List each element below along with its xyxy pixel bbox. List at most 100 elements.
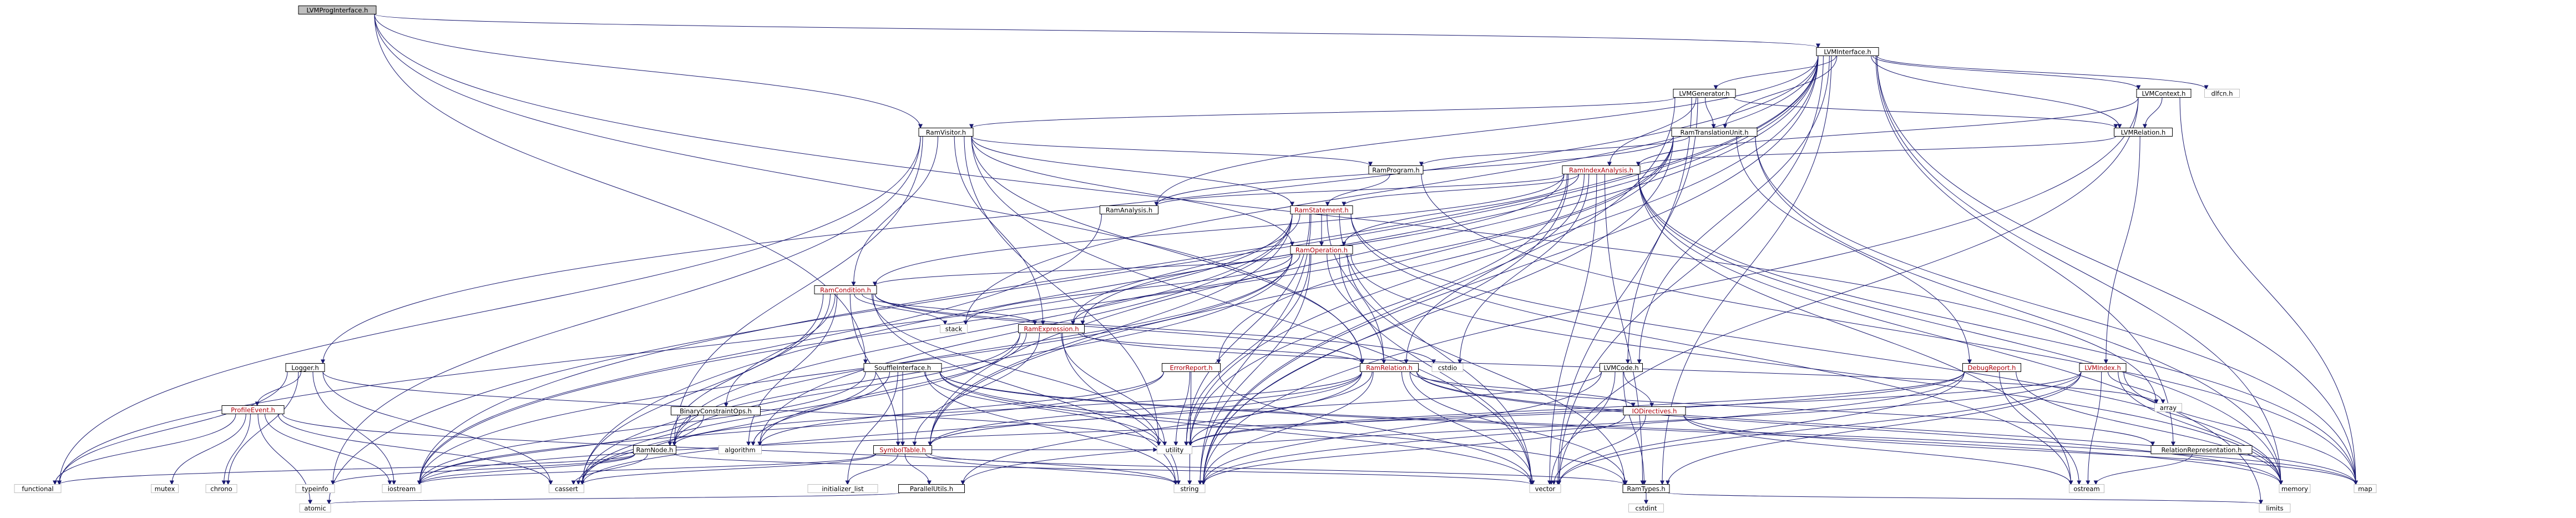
node-ramrelation[interactable]: RamRelation.h	[1360, 363, 1419, 372]
edge-debugreport-to-vector	[1557, 371, 1965, 485]
node-dlfcn: dlfcn.h	[2204, 89, 2240, 98]
node-profileevent[interactable]: ProfileEvent.h	[221, 405, 285, 414]
node-box	[1962, 363, 2021, 372]
node-debugreport[interactable]: DebugReport.h	[1962, 363, 2021, 372]
edge-logger-to-cassert	[322, 371, 553, 485]
node-initializer-list: initializer_list	[807, 484, 878, 493]
node-box	[814, 285, 877, 294]
node-label: ParallelUtils.h	[910, 485, 953, 493]
edge-ramvisitor-to-typeinfo	[331, 136, 921, 485]
node-lvmindex[interactable]: LVMIndex.h	[2079, 363, 2127, 372]
node-label: mutex	[155, 485, 175, 493]
edge-souffleinterface-to-map	[939, 371, 2358, 485]
edge-ramcondition-to-stack	[854, 294, 948, 325]
edge-debugreport-to-utility	[1188, 371, 1965, 446]
node-lvmgenerator[interactable]: LVMGenerator.h	[1673, 89, 1736, 98]
edge-lvmindex-to-vector	[1557, 371, 2082, 485]
edge-debugreport-to-iostream	[417, 371, 1965, 485]
node-symboltable[interactable]: SymbolTable.h	[873, 445, 932, 454]
node-functional: functional	[14, 484, 62, 493]
node-label: LVMProgInterface.h	[307, 7, 368, 14]
node-binaryconstraintops[interactable]: BinaryConstraintOps.h	[671, 406, 761, 415]
node-mutex: mutex	[151, 484, 179, 493]
node-ramexpression[interactable]: RamExpression.h	[1018, 324, 1085, 333]
edge-ramvisitor-to-functional	[57, 136, 921, 485]
edge-ramnode-to-cassert	[571, 454, 648, 485]
edge-ramvisitor-to-ramstatement	[971, 136, 1294, 207]
node-ramoperation[interactable]: RamOperation.h	[1290, 245, 1353, 254]
node-iodirectives[interactable]: IODirectives.h	[1623, 406, 1686, 415]
edge-souffleinterface-to-string	[925, 371, 1178, 485]
node-ramvisitor[interactable]: RamVisitor.h	[918, 128, 974, 137]
node-label: dlfcn.h	[2211, 90, 2233, 98]
node-ramcondition[interactable]: RamCondition.h	[814, 285, 877, 294]
node-box	[863, 363, 942, 372]
node-logger[interactable]: Logger.h	[285, 363, 325, 372]
node-lvmproginterface[interactable]: LVMProgInterface.h	[298, 6, 377, 14]
node-lvmcode[interactable]: LVMCode.h	[1600, 363, 1643, 372]
node-parallelutils[interactable]: ParallelUtils.h	[898, 484, 965, 493]
edge-ramprogram-to-ramstatement	[1325, 174, 1390, 207]
node-ramtranslationunit[interactable]: RamTranslationUnit.h	[1671, 128, 1758, 137]
node-ramtypes[interactable]: RamTypes.h	[1622, 484, 1670, 493]
node-ramanalysis[interactable]: RamAnalysis.h	[1100, 205, 1158, 214]
node-label: array	[2160, 404, 2177, 412]
edge-lvminterface-to-symboltable	[928, 56, 1819, 446]
node-box	[221, 405, 285, 414]
node-atomic: atomic	[299, 504, 331, 512]
edge-ramvisitor-to-utility	[964, 136, 1161, 446]
edge-lvmindex-to-memory	[2118, 371, 2283, 485]
node-ramprogram[interactable]: RamProgram.h	[1368, 165, 1424, 174]
edge-symboltable-to-ramtypes	[930, 454, 1627, 485]
node-souffleinterface[interactable]: SouffleInterface.h	[863, 363, 942, 372]
node-box	[1673, 89, 1736, 98]
node-label: RamVisitor.h	[926, 129, 966, 137]
node-ramstatement[interactable]: RamStatement.h	[1290, 205, 1353, 214]
edge-lvmcode-to-symboltable	[928, 371, 1602, 446]
edge-errorreport-to-utility	[1173, 371, 1191, 446]
node-box	[898, 484, 965, 493]
edge-lvminterface-to-dlfcn	[1876, 56, 2209, 90]
edge-lvmcontext-to-string	[1201, 97, 2139, 485]
edge-ramvisitor-to-ramprogram	[971, 136, 1373, 167]
node-ostream: ostream	[2069, 484, 2104, 493]
node-box	[1018, 324, 1085, 333]
node-label: RamIndexAnalysis.h	[1569, 167, 1633, 174]
edge-ramtranslationunit-to-symboltable	[928, 136, 1674, 446]
node-lvminterface[interactable]: LVMInterface.h	[1816, 47, 1879, 56]
node-ramindexanalysis[interactable]: RamIndexAnalysis.h	[1562, 165, 1641, 174]
node-label: chrono	[210, 485, 232, 493]
edge-lvmgenerator-to-ramtranslationunit	[1704, 97, 1716, 129]
edge-souffleinterface-to-memory	[939, 371, 2283, 485]
node-ramnode[interactable]: RamNode.h	[633, 445, 676, 454]
node-box	[298, 6, 377, 14]
edge-lvmindex-to-parallelutils	[960, 371, 2082, 485]
node-cstdint: cstdint	[1628, 504, 1664, 512]
node-lvmrelation[interactable]: LVMRelation.h	[2114, 128, 2173, 137]
edge-lvminterface-to-iostream	[417, 56, 1819, 485]
node-lvmcontext[interactable]: LVMContext.h	[2136, 89, 2192, 98]
node-label: string	[1180, 485, 1198, 493]
edge-lvmproginterface-to-ramvisitor	[374, 14, 923, 129]
edge-lvmcontext-to-ramindexanalysis	[1636, 97, 2139, 167]
edge-profileevent-to-mutex	[169, 414, 246, 485]
node-box	[299, 504, 331, 512]
edge-ramcondition-to-cassert	[580, 294, 824, 485]
node-label: RamTypes.h	[1627, 485, 1665, 493]
edge-ramstatement-to-ramrelation	[1327, 214, 1386, 364]
node-label: LVMRelation.h	[2121, 129, 2166, 137]
edge-lvminterface-to-utility	[1188, 56, 1819, 446]
node-box	[2150, 445, 2253, 454]
node-errorreport[interactable]: ErrorReport.h	[1162, 363, 1221, 372]
node-label: limits	[2266, 505, 2283, 512]
node-box	[940, 324, 968, 333]
edge-ramrelation-to-vector	[1401, 371, 1535, 485]
node-label: LVMIndex.h	[2084, 364, 2121, 372]
edge-ramoperation-to-iostream	[417, 254, 1293, 485]
edge-ramtranslationunit-to-errorreport	[1216, 136, 1674, 364]
edge-relationrepresentation-to-ostream	[2093, 454, 2193, 485]
node-label: RamStatement.h	[1294, 207, 1348, 214]
edge-ramvisitor-to-ramoperation	[971, 136, 1294, 247]
edge-debugreport-to-ostream	[1999, 371, 2082, 485]
node-relationrepresentation[interactable]: RelationRepresentation.h	[2150, 445, 2253, 454]
